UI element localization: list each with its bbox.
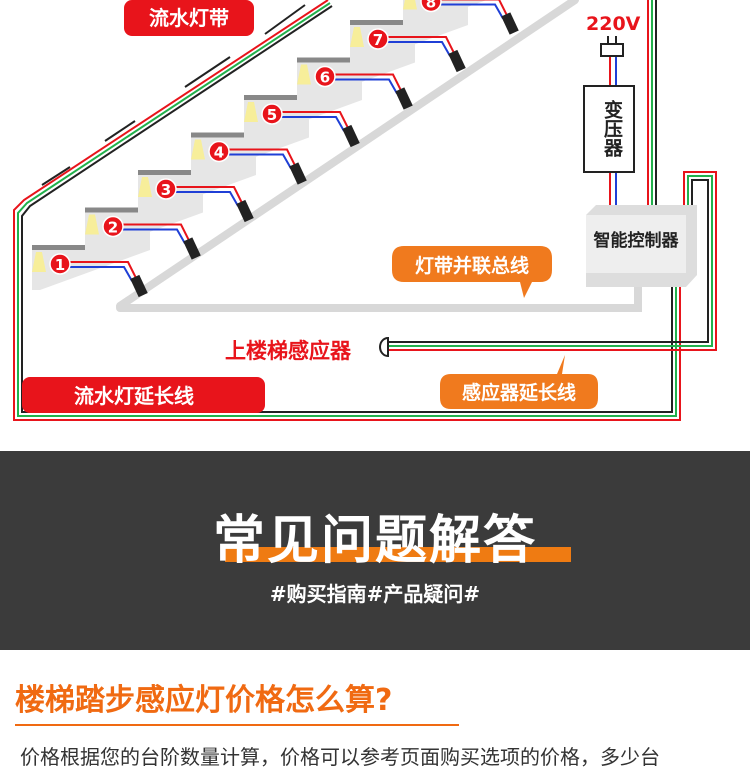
light-beam <box>85 214 99 235</box>
light-beam <box>403 0 417 10</box>
light-beam <box>350 27 364 47</box>
step-number-badge <box>208 140 230 163</box>
step-number: 4 <box>214 144 224 162</box>
step-number-badge <box>420 0 442 13</box>
light-beam <box>32 252 46 272</box>
connector <box>342 124 360 148</box>
stair-steps: 1 2 3 4 5 6 7 8 <box>32 0 519 298</box>
strip-label: 流水灯带 <box>149 6 229 30</box>
step-number: 6 <box>320 69 330 87</box>
faq-answer: 价格根据您的台阶数量计算，价格可以参考页面购买选项的价格，多少台 <box>20 745 660 769</box>
connector <box>183 237 201 260</box>
step-number-badge <box>49 253 71 275</box>
connector <box>448 49 466 73</box>
faq-divider <box>15 724 459 726</box>
step-number-badge <box>155 178 177 200</box>
bus-label: 灯带并联总线 <box>415 254 529 277</box>
transformer-label: 变压器 <box>601 99 624 158</box>
step-number: 5 <box>267 106 277 124</box>
plug-icon <box>600 36 624 57</box>
connector <box>395 87 413 110</box>
step-number: 2 <box>108 219 118 237</box>
step-number: 3 <box>161 181 171 199</box>
faq-banner-underline <box>225 547 571 562</box>
connector <box>130 274 148 298</box>
faq-banner-subtitle: #购买指南#产品疑问# <box>269 582 481 606</box>
voltage-label: 220V <box>586 13 641 35</box>
extension-label: 流水灯延长线 <box>74 384 194 408</box>
light-beam <box>297 64 311 85</box>
transformer: 变压器 <box>583 85 635 173</box>
connector <box>501 12 519 35</box>
step-number: 8 <box>426 0 436 12</box>
light-beam <box>244 102 258 122</box>
sensor-extension-label: 感应器延长线 <box>462 381 576 404</box>
power-wires <box>385 0 717 351</box>
step-number: 1 <box>55 256 65 274</box>
extension-wire <box>13 0 681 421</box>
connector <box>289 162 307 185</box>
step-number: 7 <box>373 31 383 49</box>
light-beam <box>138 177 152 197</box>
light-beam <box>191 139 205 160</box>
step-number-badge <box>367 28 389 50</box>
stair-step: 8 <box>403 0 519 35</box>
faq-banner-title: 常见问题解答 <box>212 511 537 571</box>
stair-light-wiring-diagram: 1 2 3 4 5 6 7 8 220V 变压器 智能控制器 流水灯带 灯带并联总线 上楼梯感… <box>13 0 717 421</box>
sensor-label: 上楼梯感应器 <box>225 339 352 363</box>
faq-question: 楼梯踏步感应灯价格怎么算? <box>15 683 393 718</box>
step-number-badge <box>314 65 336 88</box>
sensor-icon <box>379 336 389 358</box>
controller-label: 智能控制器 <box>594 230 680 251</box>
smart-controller: 智能控制器 <box>586 205 697 287</box>
connector <box>236 199 254 223</box>
step-number-badge <box>261 103 283 125</box>
strip-arrows <box>41 4 306 186</box>
step-number-badge <box>102 215 124 238</box>
